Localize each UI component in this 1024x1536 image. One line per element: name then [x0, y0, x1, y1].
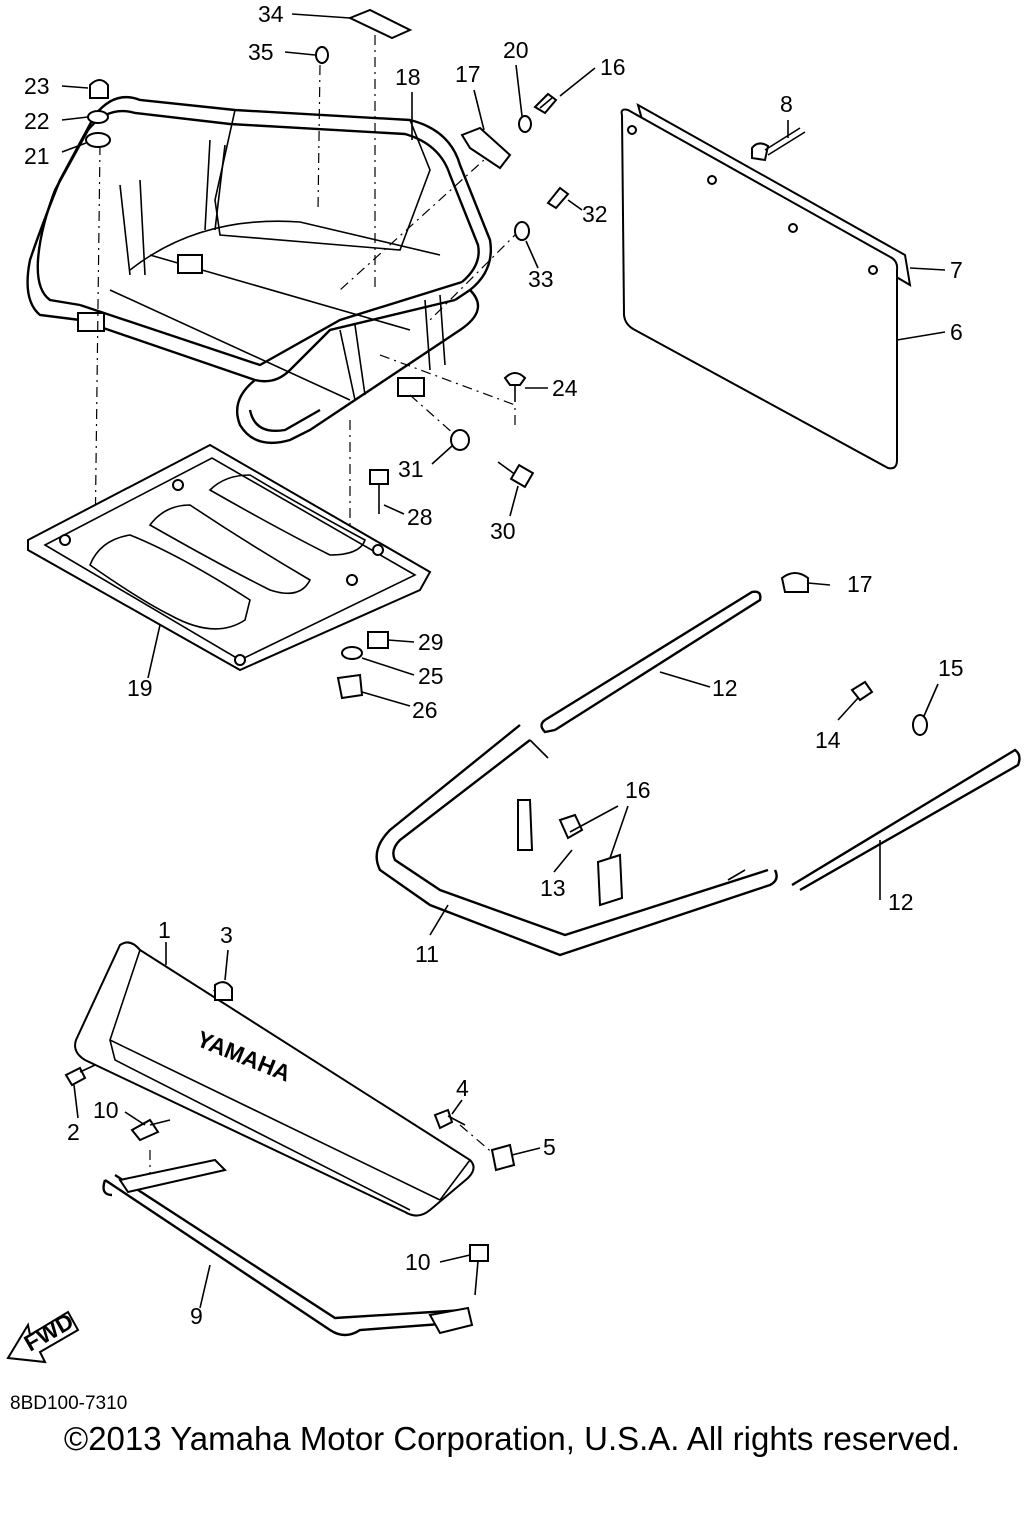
- skid-plate: [27, 443, 432, 672]
- callout-7: 7: [950, 257, 963, 283]
- callout-17: 17: [847, 571, 873, 597]
- drawing-code: 8BD100-7310: [10, 1393, 128, 1414]
- callout-15: 15: [938, 655, 964, 681]
- callout-35: 35: [248, 39, 274, 65]
- callout-6: 6: [950, 319, 963, 345]
- callout-2: 2: [67, 1119, 80, 1145]
- callout-8: 8: [780, 91, 793, 117]
- callout-10-upper: 10: [93, 1097, 119, 1123]
- callout-4: 4: [456, 1075, 469, 1101]
- callout-23: 21: [24, 143, 50, 169]
- callout-10-lower: 10: [405, 1249, 431, 1275]
- front-bracket: [102, 1118, 489, 1337]
- callout-labels: 34 35 23 22 21 18 17 20 16 8 7 6 32 33 2…: [24, 1, 964, 1329]
- callout-22: 19: [127, 675, 153, 701]
- callout-33: 32: [582, 201, 608, 227]
- callout-16: 16: [625, 777, 651, 803]
- callout-26: 24: [552, 375, 578, 401]
- callout-30: 29: [418, 629, 444, 655]
- callout-28: 26: [412, 697, 438, 723]
- callout-31: 30: [490, 518, 516, 544]
- callout-13: 13: [540, 875, 566, 901]
- callout-32: 31: [398, 456, 424, 482]
- callout-36: 34: [258, 1, 284, 27]
- front-bumper: YAMAHA: [64, 941, 516, 1217]
- callout-24: 22: [24, 108, 50, 134]
- callout-19: 17: [455, 61, 481, 87]
- callout-29: 28: [407, 504, 433, 530]
- callout-5: 5: [543, 1134, 556, 1160]
- callout-9: 9: [190, 1303, 203, 1329]
- rear-carrier-rack: [26, 95, 492, 445]
- callout-11: 11: [415, 941, 439, 967]
- callout-25: 23: [24, 73, 50, 99]
- callout-34: 33: [528, 266, 554, 292]
- callout-12-lower: 12: [888, 889, 914, 915]
- callout-20: 16: [600, 54, 626, 80]
- callout-12-upper: 12: [712, 675, 738, 701]
- callout-1: 1: [158, 917, 171, 943]
- callout-27: 25: [418, 663, 444, 689]
- callout-14: 14: [815, 727, 841, 753]
- forward-arrow: FWD: [6, 1308, 80, 1364]
- copyright-notice: ©2013 Yamaha Motor Corporation, U.S.A. A…: [63, 1420, 961, 1457]
- rear-bumper-bar: [375, 572, 1021, 957]
- callout-18: 18: [395, 64, 421, 90]
- hardware-parts: [85, 8, 570, 700]
- leader-lines: [61, 13, 946, 1309]
- number-plate: [620, 102, 912, 470]
- callout-3: 3: [220, 922, 233, 948]
- callout-21: 20: [503, 37, 529, 63]
